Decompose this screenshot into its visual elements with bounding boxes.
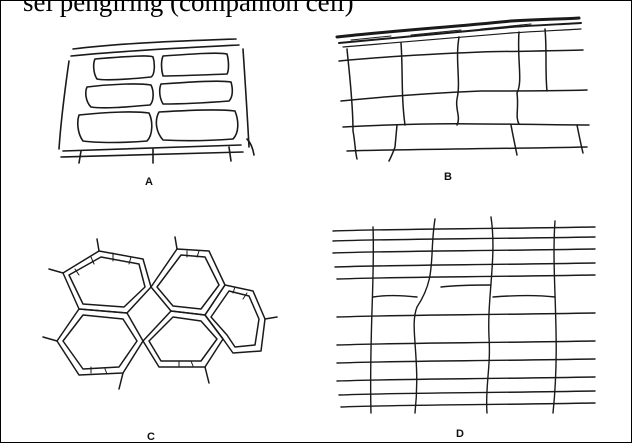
panel-c-svg [39, 229, 279, 399]
panel-a-svg [51, 39, 261, 164]
panel-b-drawing [331, 21, 596, 161]
panel-a-drawing [51, 39, 261, 164]
panel-d-drawing [329, 217, 601, 413]
panel-d-svg [329, 217, 601, 413]
panel-b-svg [331, 21, 596, 161]
figure-caption: sel pengiring (companion cell) [23, 0, 354, 16]
panel-b-label: B [444, 171, 452, 183]
panel-c-drawing [39, 229, 279, 399]
panel-c-label: C [147, 431, 155, 443]
panel-a-label: A [145, 176, 153, 188]
panel-d-label: D [456, 428, 464, 440]
